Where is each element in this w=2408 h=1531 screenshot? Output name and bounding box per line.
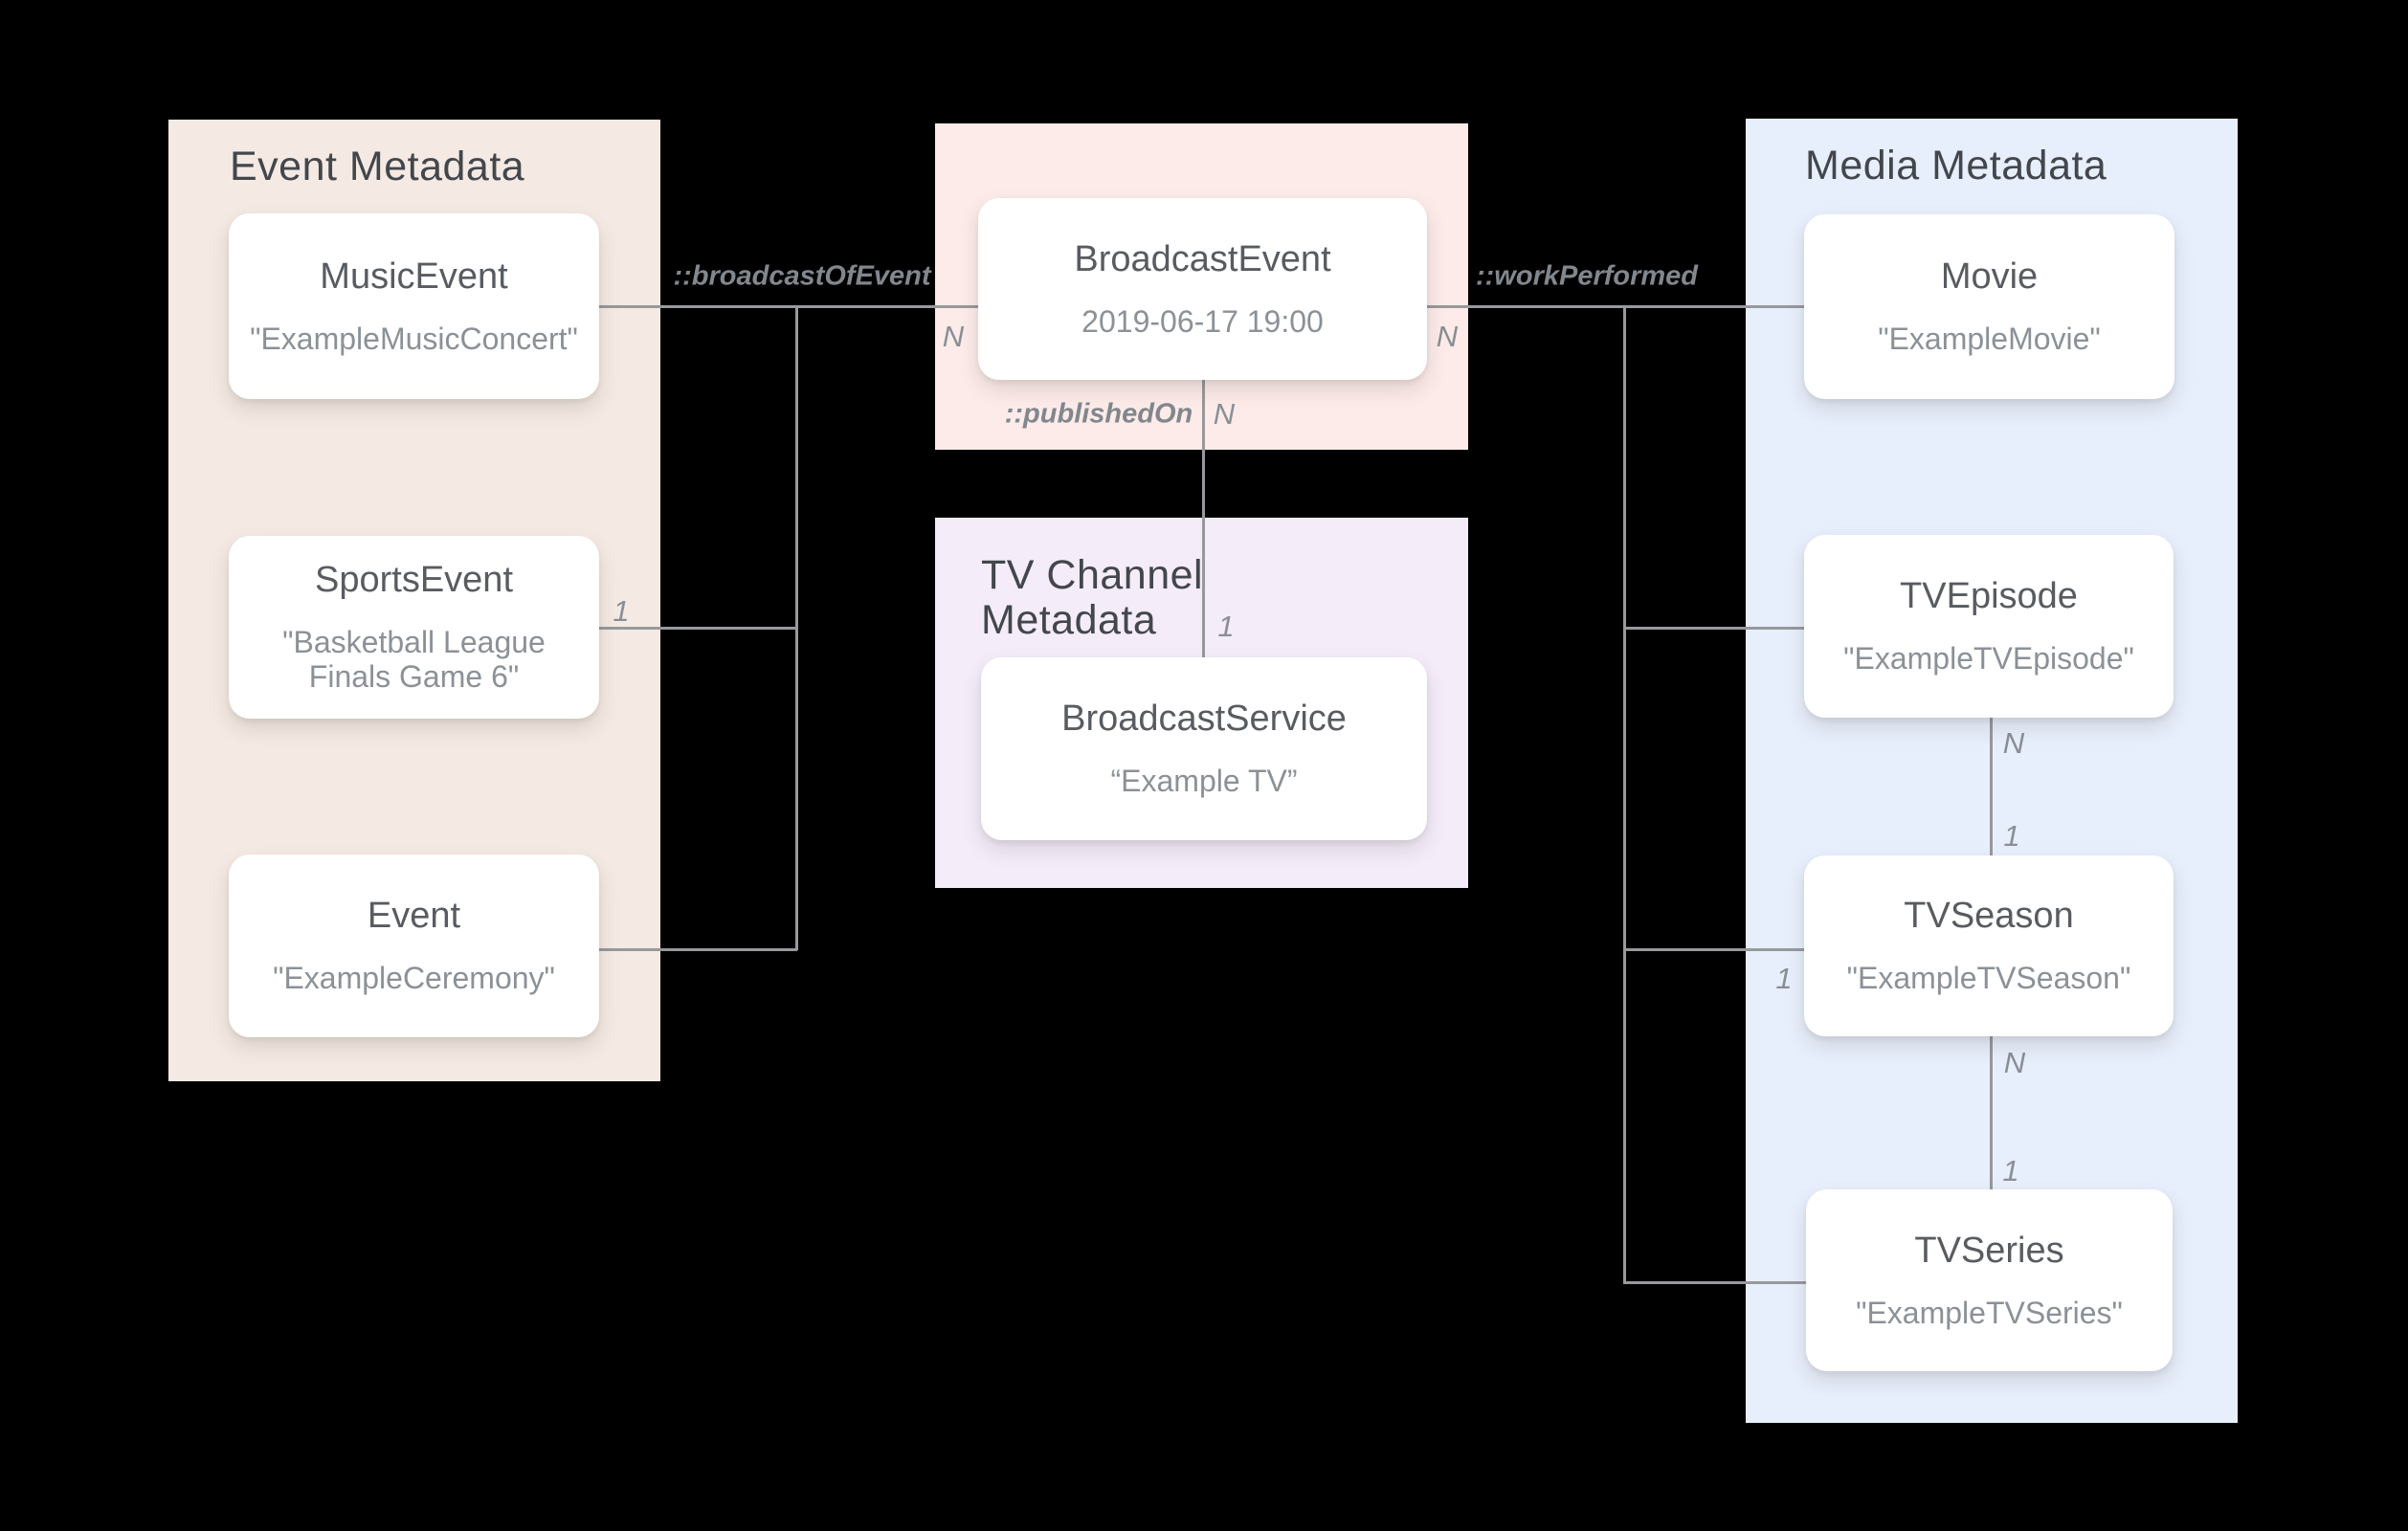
cardinality-broadcastevent-right: N xyxy=(1436,320,1459,353)
node-title: BroadcastService xyxy=(1061,699,1347,740)
connector-tvepisode-stub xyxy=(1623,627,1804,630)
cardinality-tvseason-n: N xyxy=(2003,1046,2026,1079)
node-subtitle: "Basketball League Finals Game 6" xyxy=(282,625,546,694)
node-title: SportsEvent xyxy=(315,560,513,601)
cardinality-broadcastevent-left: N xyxy=(942,320,965,353)
node-broadcast-service: BroadcastService “Example TV” xyxy=(981,657,1427,840)
connector-sportsevent-stub xyxy=(599,627,797,630)
node-tv-season: TVSeason "ExampleTVSeason" xyxy=(1804,855,2174,1036)
node-title: Movie xyxy=(1940,256,2039,298)
node-subtitle: 2019-06-17 19:00 xyxy=(1081,303,1324,339)
cardinality-tvseries-1: 1 xyxy=(2002,1154,2019,1187)
node-title: TVSeries xyxy=(1914,1230,2064,1271)
node-subtitle: "ExampleTVEpisode" xyxy=(1843,641,2134,677)
cardinality-sportsevent: 1 xyxy=(613,594,630,628)
cardinality-publishedon-n: N xyxy=(1213,397,1236,431)
connector-tvepisode-tvseason xyxy=(1990,718,1993,855)
node-title: Event xyxy=(367,896,461,937)
node-title: MusicEvent xyxy=(320,255,508,297)
node-music-event: MusicEvent "ExampleMusicConcert" xyxy=(229,213,599,399)
node-subtitle: “Example TV” xyxy=(1110,764,1298,799)
edge-label-workperformed: ::workPerformed xyxy=(1475,260,1699,292)
node-tv-series: TVSeries "ExampleTVSeries" xyxy=(1806,1189,2173,1371)
connector-broadcastevent-movie xyxy=(1427,305,1804,308)
node-sports-event: SportsEvent "Basketball League Finals Ga… xyxy=(229,536,599,719)
cardinality-tvseason-1: 1 xyxy=(2003,819,2020,853)
cardinality-tvepisode-n: N xyxy=(2002,726,2025,760)
connector-tvseason-stub xyxy=(1623,948,1804,951)
node-subtitle: "ExampleCeremony" xyxy=(273,961,555,996)
node-event: Event "ExampleCeremony" xyxy=(229,854,599,1037)
connector-event-stub xyxy=(599,948,797,951)
edge-label-broadcastofevent: ::broadcastOfEvent xyxy=(673,260,931,292)
connector-tvseason-tvseries xyxy=(1990,1036,1993,1189)
node-broadcast-event: BroadcastEvent 2019-06-17 19:00 xyxy=(978,198,1427,380)
node-title: TVSeason xyxy=(1904,896,2074,937)
node-title: TVEpisode xyxy=(1900,576,2078,617)
cardinality-tvseason-left: 1 xyxy=(1775,962,1793,995)
panel-title-event-metadata: Event Metadata xyxy=(230,144,525,189)
node-subtitle: "ExampleMusicConcert" xyxy=(250,321,578,356)
node-subtitle: "ExampleTVSeason" xyxy=(1846,961,2131,996)
connector-media-branch-vertical xyxy=(1623,305,1626,1283)
panel-title-tv-channel-metadata: TV Channel Metadata xyxy=(981,552,1204,644)
edge-label-publishedon: ::publishedOn xyxy=(1004,398,1193,430)
panel-title-media-metadata: Media Metadata xyxy=(1805,143,2107,189)
cardinality-publishedon-1: 1 xyxy=(1217,610,1235,643)
node-movie: Movie "ExampleMovie" xyxy=(1804,214,2174,399)
connector-tvseries-stub xyxy=(1623,1281,1806,1284)
node-subtitle: "ExampleMovie" xyxy=(1878,322,2101,357)
node-tv-episode: TVEpisode "ExampleTVEpisode" xyxy=(1804,535,2174,718)
connector-publishedon-vertical xyxy=(1202,380,1205,658)
node-subtitle: "ExampleTVSeries" xyxy=(1856,1295,2123,1330)
node-title: BroadcastEvent xyxy=(1074,238,1331,279)
connector-musicevent-broadcastevent xyxy=(599,305,978,308)
